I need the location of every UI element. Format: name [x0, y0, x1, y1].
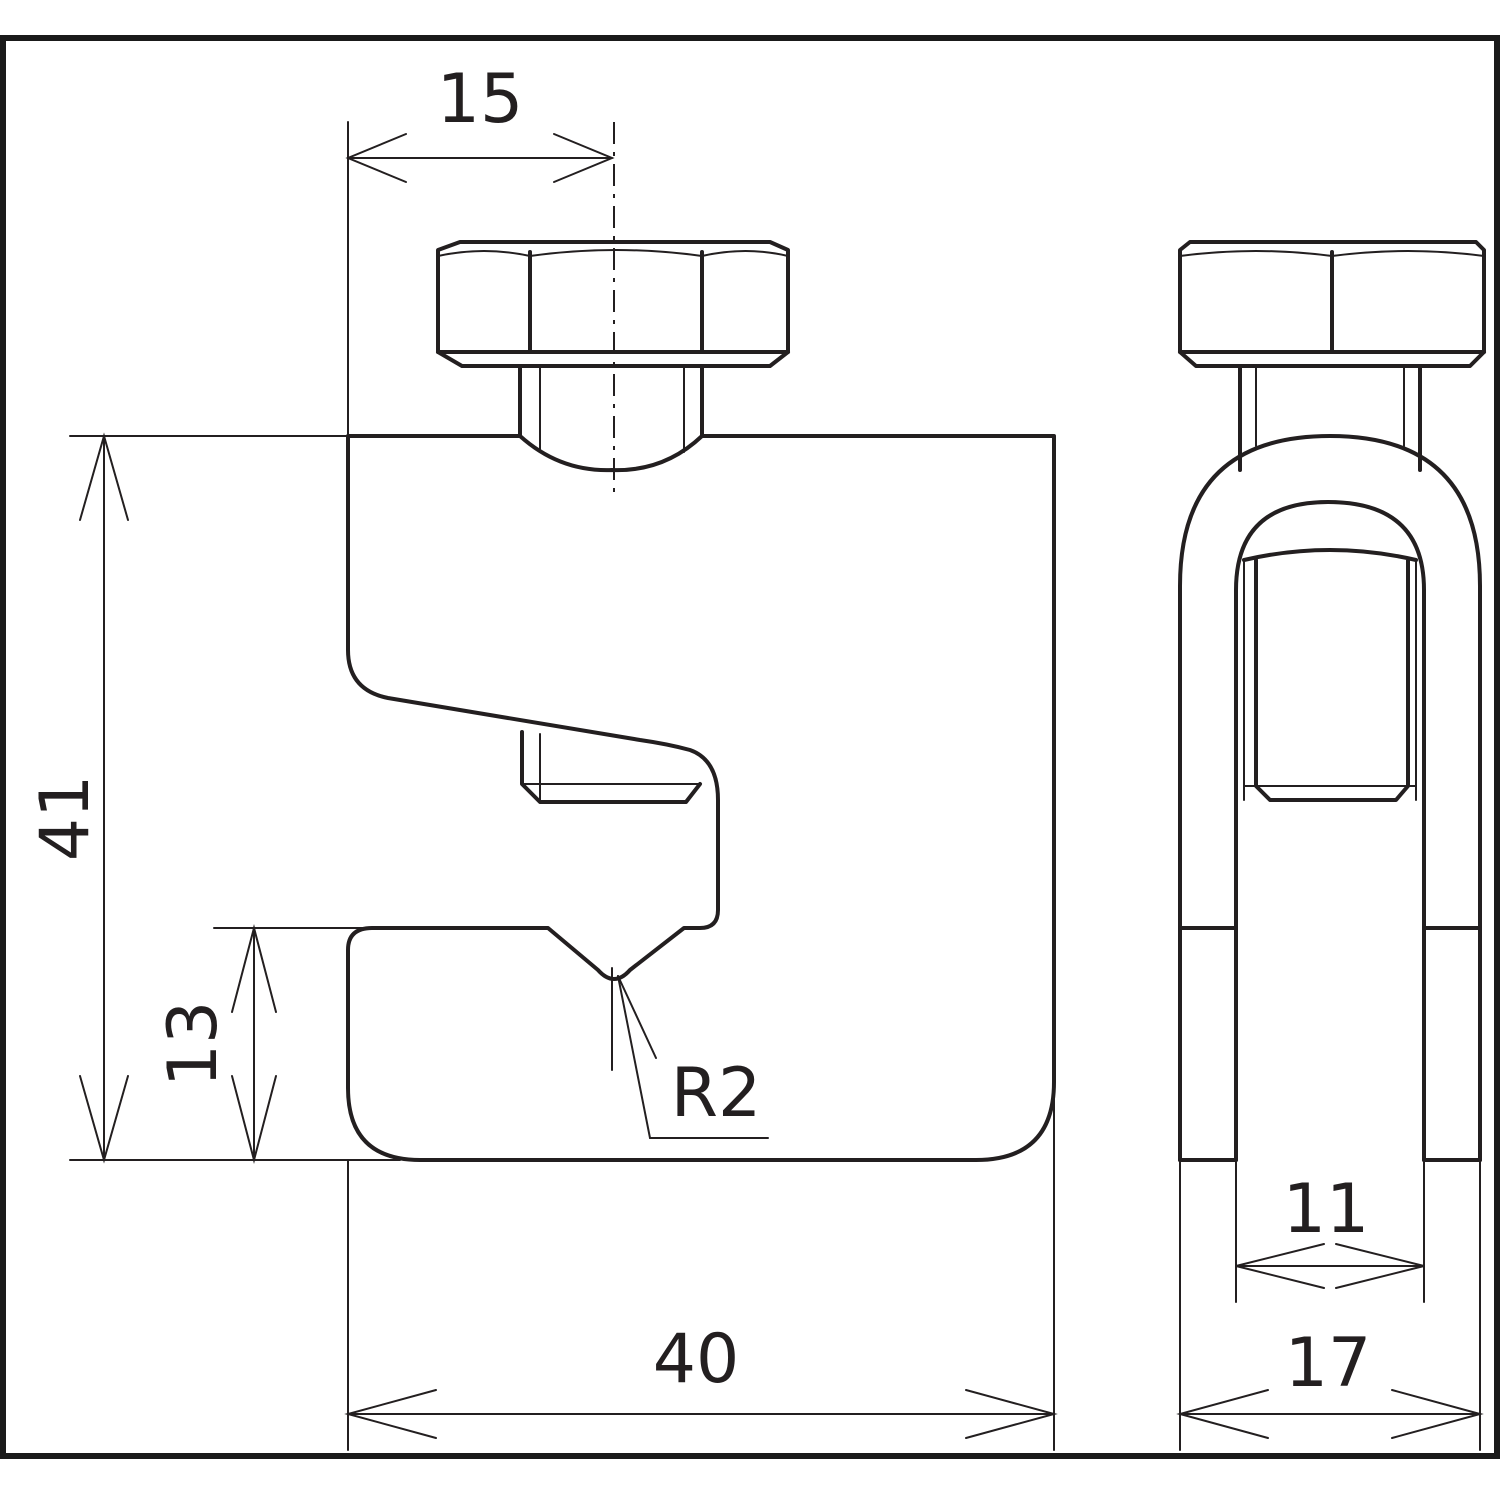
arrow-13-bottom: [231, 1075, 277, 1164]
dimension-lines: [69, 121, 1484, 1451]
bolt-washer-side: [1178, 350, 1486, 368]
bolt-shank-front: [518, 364, 704, 438]
front-view: [346, 122, 1056, 1162]
leader-r2-2: [617, 975, 657, 1059]
dim-label-17: 17: [1285, 1324, 1372, 1403]
clamp-body-front: [346, 434, 1056, 1162]
arrow-17-right: [1391, 1389, 1484, 1439]
bolt-head-chamfer: [437, 249, 789, 258]
arrow-41-bottom: [79, 1075, 129, 1164]
side-view: [1178, 240, 1486, 1162]
dim-label-40: 40: [653, 1320, 740, 1399]
bolt-washer-front: [436, 350, 790, 368]
arrow-15-left: [345, 133, 407, 183]
clamp-body-side-inner: [1234, 500, 1426, 1162]
arrow-13-top: [231, 924, 277, 1013]
bolt-head-side-chamfer: [1179, 250, 1485, 258]
drawing-frame: [0, 35, 1500, 1459]
dim-label-13: 13: [154, 1001, 233, 1088]
dim-label-41: 41: [26, 775, 105, 862]
arrow-41-top: [79, 432, 129, 521]
arrow-40-right: [965, 1389, 1058, 1439]
leader-r2-3: [617, 975, 769, 1139]
arrow-15-right: [553, 133, 615, 183]
arrow-11-left: [1235, 1243, 1325, 1289]
bolt-tip-front: [520, 730, 702, 804]
dim-label-r2: R2: [671, 1054, 762, 1133]
arrow-40-left: [344, 1389, 437, 1439]
dimension-labels: 15 41 13 R2 40 11 17: [26, 60, 1371, 1403]
dim-label-11: 11: [1283, 1170, 1370, 1249]
bolt-side-inner: [1242, 548, 1418, 802]
arrow-11-right: [1335, 1243, 1425, 1289]
clamp-body-side-outer: [1178, 434, 1482, 1162]
arrow-17-left: [1176, 1389, 1269, 1439]
dim-label-15: 15: [437, 60, 524, 139]
